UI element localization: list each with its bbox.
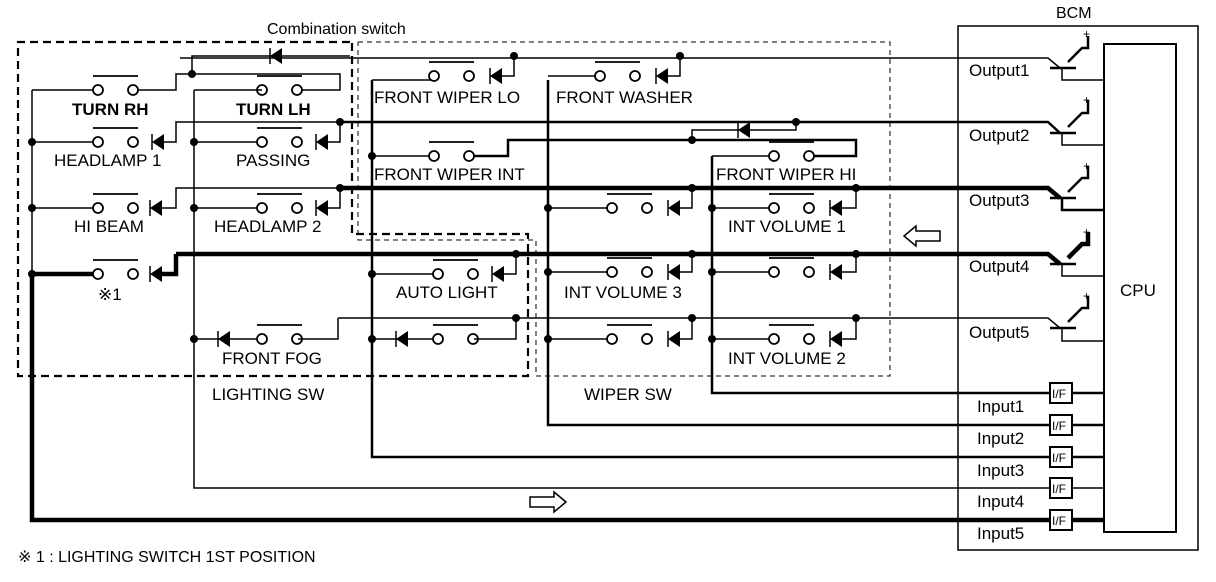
cpu-box — [1103, 43, 1177, 533]
lighting-switch-wiring — [28, 47, 520, 348]
footnote: ※ 1 : LIGHTING SWITCH 1ST POSITION — [18, 549, 316, 566]
bcm-label: BCM — [1056, 5, 1092, 22]
headlamp1-label: HEADLAMP 1 — [54, 151, 161, 170]
svg-text:+: + — [1083, 289, 1090, 303]
wiper-switch-wiring — [368, 52, 860, 348]
int-volume-3-label: INT VOLUME 3 — [564, 283, 682, 302]
front-wiper-lo-label: FRONT WIPER LO — [374, 88, 520, 107]
front-fog-label: FRONT FOG — [222, 349, 322, 368]
input5-label: Input5 — [977, 524, 1024, 543]
note1-label: ※1 — [98, 285, 122, 304]
svg-text:I/F: I/F — [1052, 419, 1066, 433]
svg-text:I/F: I/F — [1052, 451, 1066, 465]
output4-label: Output4 — [969, 257, 1030, 276]
input1-label: Input1 — [977, 397, 1024, 416]
hi-beam-label: HI BEAM — [74, 217, 144, 236]
right-arrow-icon — [529, 490, 568, 514]
svg-text:+: + — [1083, 159, 1090, 173]
output3-label: Output3 — [969, 191, 1030, 210]
svg-text:+: + — [1083, 93, 1090, 107]
svg-text:I/F: I/F — [1052, 387, 1066, 401]
output2-label: Output2 — [969, 126, 1030, 145]
turn-rh-label: TURN RH — [72, 100, 149, 119]
int-volume-2-label: INT VOLUME 2 — [728, 349, 846, 368]
wiper-sw-enclosure — [357, 41, 891, 377]
svg-text:+: + — [1083, 27, 1090, 41]
svg-text:+: + — [1083, 225, 1090, 239]
input2-label: Input2 — [977, 429, 1024, 448]
turn-lh-label: TURN LH — [236, 100, 311, 119]
passing-label: PASSING — [236, 151, 310, 170]
wiper-sw-label: WIPER SW — [584, 385, 672, 404]
input3-label: Input3 — [977, 461, 1024, 480]
svg-text:I/F: I/F — [1052, 482, 1066, 496]
auto-light-label: AUTO LIGHT — [396, 283, 498, 302]
svg-text:I/F: I/F — [1052, 514, 1066, 528]
cpu-label: CPU — [1120, 281, 1156, 300]
left-arrow-icon — [902, 224, 941, 248]
combination-switch-title: Combination switch — [267, 21, 406, 38]
front-wiper-int-label: FRONT WIPER INT — [374, 165, 525, 184]
lighting-sw-enclosure — [16, 40, 530, 378]
interface-blocks: I/F I/F I/F I/F I/F — [1049, 382, 1073, 531]
int-volume-1-label: INT VOLUME 1 — [728, 217, 846, 236]
input4-label: Input4 — [977, 492, 1024, 511]
output1-label: Output1 — [969, 61, 1030, 80]
headlamp2-label: HEADLAMP 2 — [214, 217, 321, 236]
lighting-sw-label: LIGHTING SW — [212, 385, 324, 404]
front-wiper-hi-label: FRONT WIPER HI — [716, 165, 856, 184]
output5-label: Output5 — [969, 323, 1030, 342]
output-transistors: + + + + + — [176, 27, 1104, 342]
bcm-box — [957, 25, 1199, 551]
input-lines — [29, 80, 1104, 523]
front-washer-label: FRONT WASHER — [556, 88, 693, 107]
